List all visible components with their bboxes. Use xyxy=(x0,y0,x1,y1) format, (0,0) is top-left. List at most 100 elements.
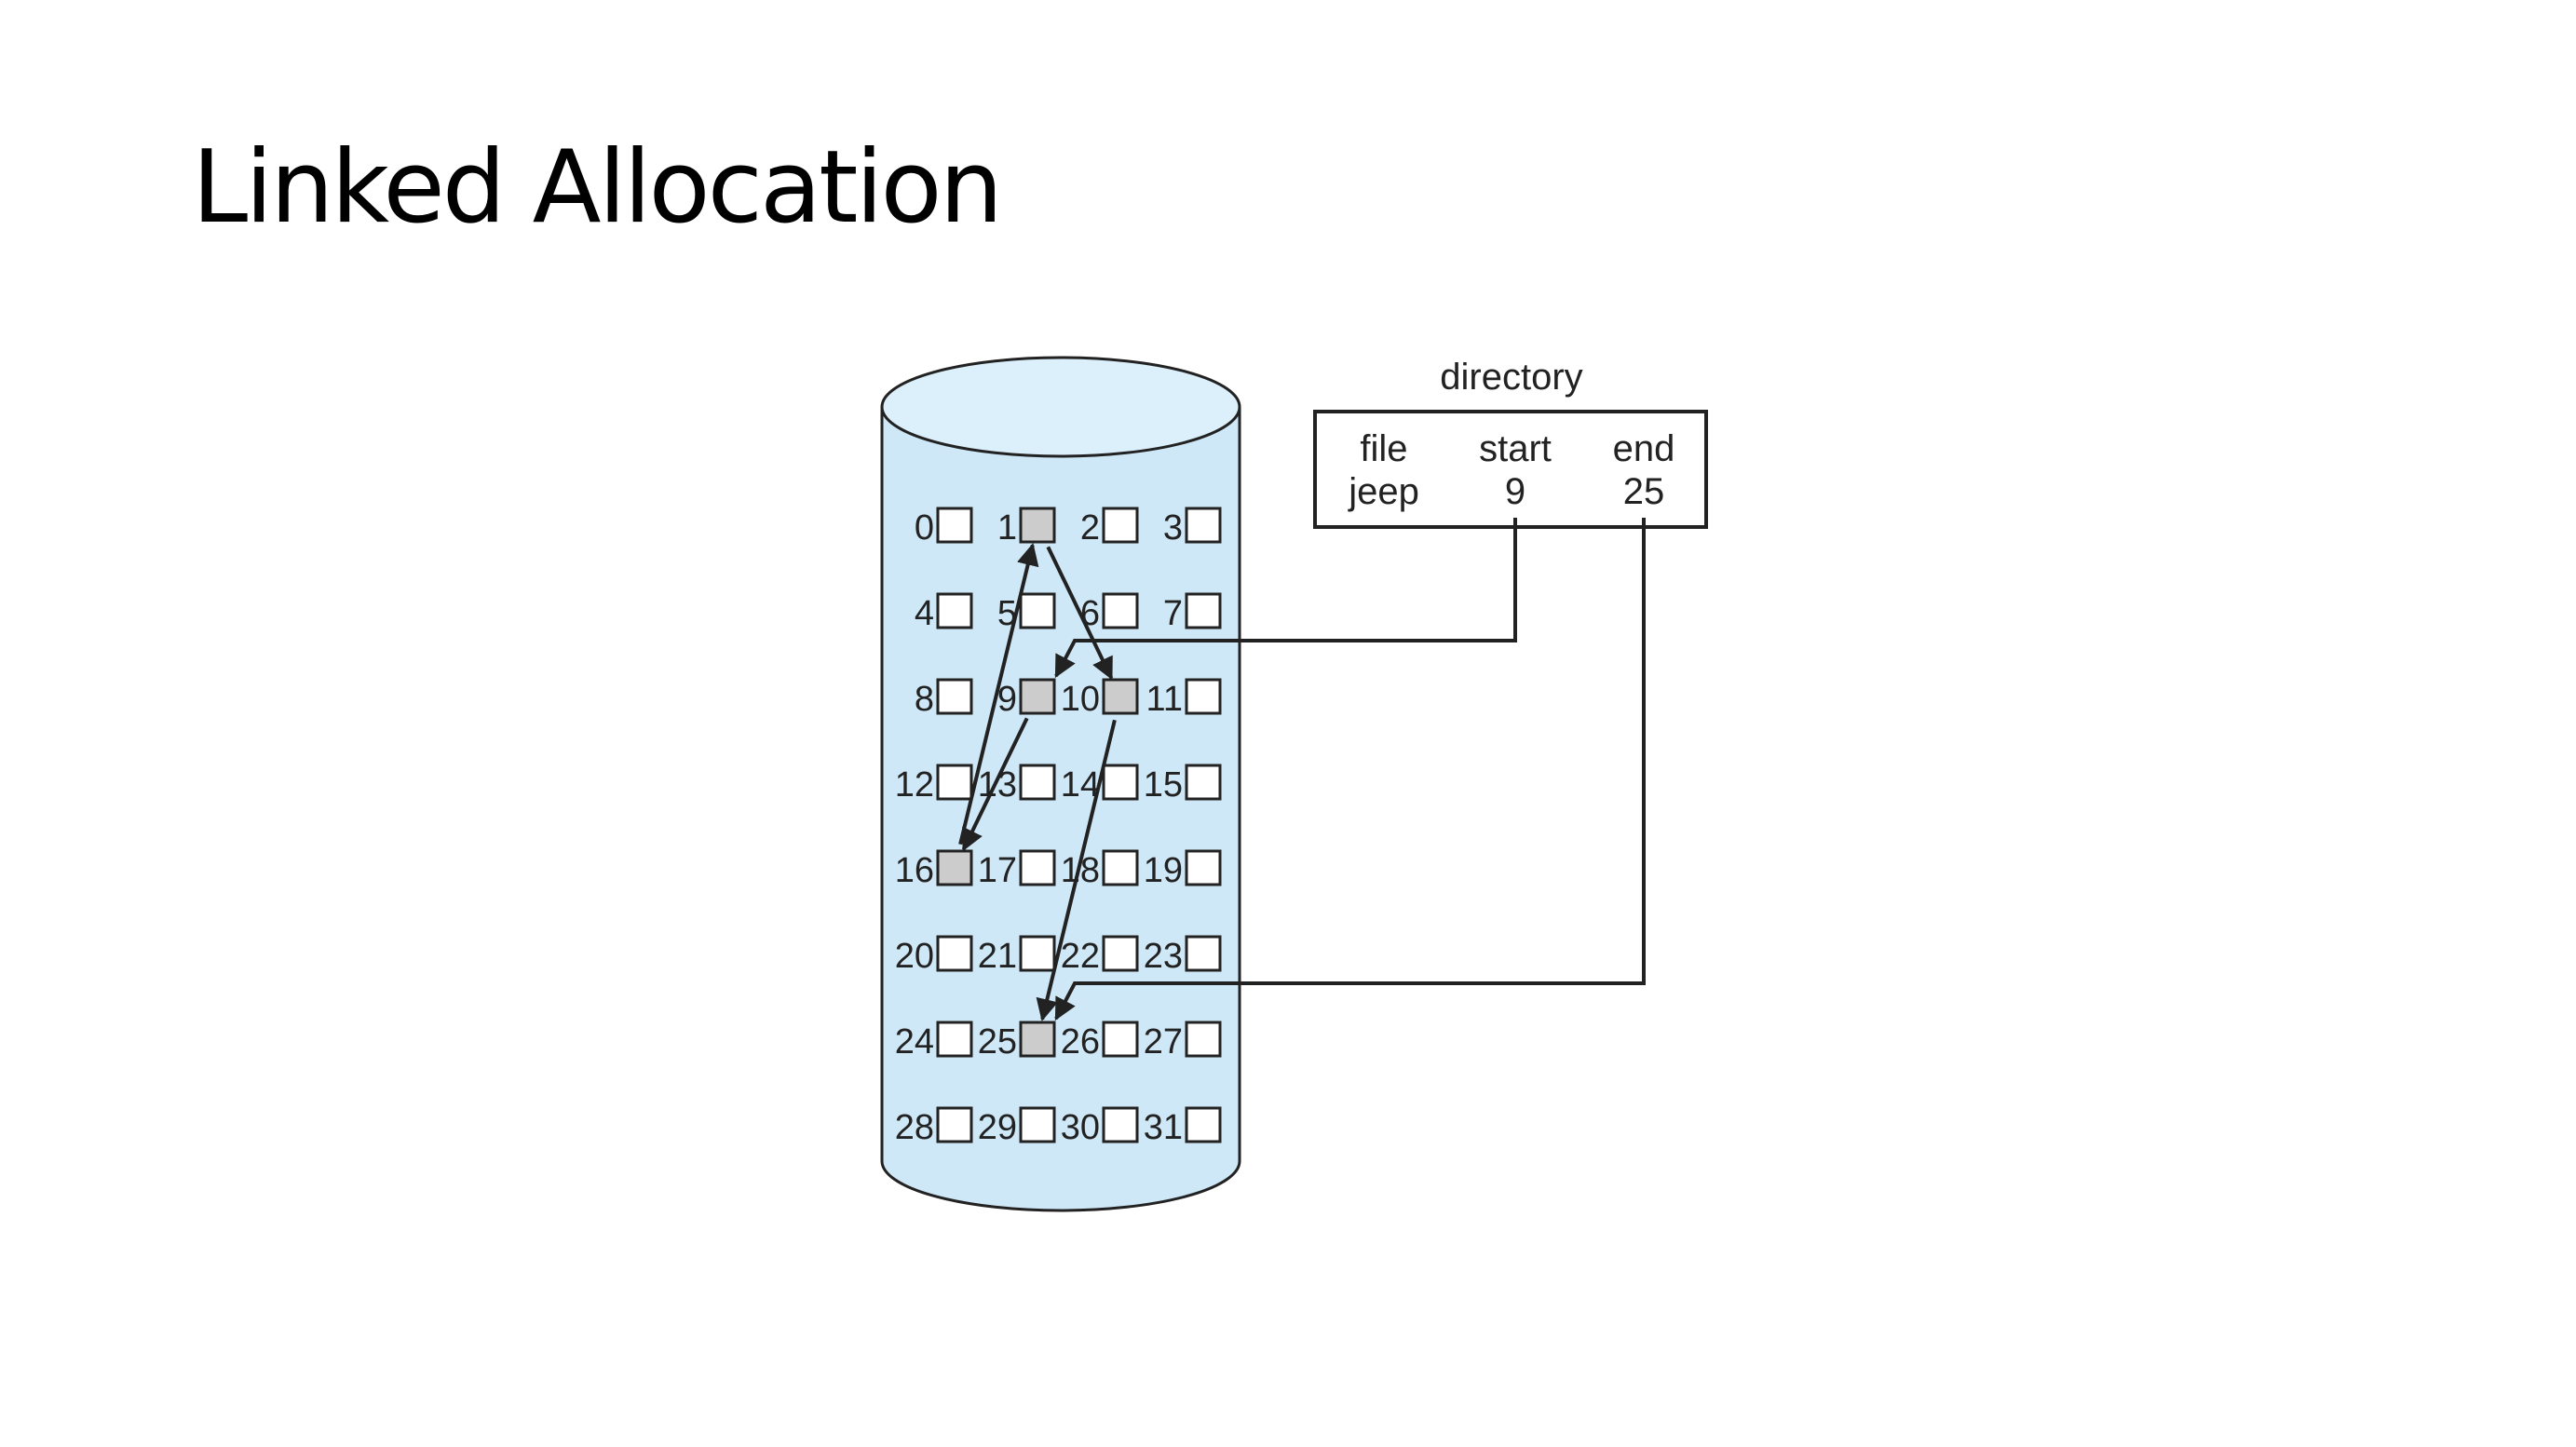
disk-block-label: 24 xyxy=(895,1022,934,1062)
disk-block-label: 12 xyxy=(895,765,934,805)
disk-block-22: 22 xyxy=(1061,935,1139,976)
free-block-square xyxy=(1102,849,1139,886)
free-block-square xyxy=(936,507,973,544)
free-block-square xyxy=(936,1106,973,1143)
directory-header-end: end xyxy=(1613,428,1675,469)
block-chain-arrows xyxy=(958,543,1117,1021)
disk-block-16: 16 xyxy=(895,849,973,890)
used-block-square xyxy=(1102,678,1139,715)
disk-block-24: 24 xyxy=(895,1021,973,1062)
used-block-square xyxy=(936,849,973,886)
disk-block-label: 23 xyxy=(1144,937,1183,976)
disk-block-29: 29 xyxy=(978,1106,1056,1147)
used-block-square xyxy=(1019,507,1056,544)
disk-block-23: 23 xyxy=(1144,935,1222,976)
disk-block-label: 31 xyxy=(1144,1108,1183,1147)
disk-block-7: 7 xyxy=(1163,592,1222,633)
directory-header-file: file xyxy=(1360,428,1407,469)
free-block-square xyxy=(936,592,973,629)
free-block-square xyxy=(1019,849,1056,886)
disk-block-4: 4 xyxy=(915,592,973,633)
disk-block-label: 30 xyxy=(1061,1108,1100,1147)
chain-arrow-10-to-25 xyxy=(1036,719,1117,1021)
free-block-square xyxy=(936,935,973,972)
disk-block-label: 11 xyxy=(1146,680,1183,719)
disk-block-label: 3 xyxy=(1163,508,1183,548)
disk-block-14: 14 xyxy=(1061,764,1139,805)
disk-block-label: 0 xyxy=(915,508,934,548)
disk-block-label: 17 xyxy=(978,851,1017,890)
disk-block-26: 26 xyxy=(1061,1021,1139,1062)
disk-block-label: 7 xyxy=(1163,594,1183,633)
disk-block-label: 8 xyxy=(915,680,934,719)
directory-pointers xyxy=(1054,518,1646,1021)
free-block-square xyxy=(1185,678,1222,715)
free-block-square xyxy=(1019,764,1056,801)
disk-block-label: 4 xyxy=(915,594,934,633)
free-block-square xyxy=(1102,1021,1139,1058)
disk-block-label: 16 xyxy=(895,851,934,890)
chain-arrow-16-to-1 xyxy=(958,543,1039,845)
free-block-square xyxy=(1019,592,1056,629)
disk-block-27: 27 xyxy=(1144,1021,1222,1062)
free-block-square xyxy=(1102,507,1139,544)
used-block-square xyxy=(1019,678,1056,715)
disk-block-18: 18 xyxy=(1061,849,1139,890)
disk-block-30: 30 xyxy=(1061,1106,1139,1147)
disk-cylinder-top xyxy=(880,356,1241,458)
used-block-square xyxy=(1019,1021,1056,1058)
disk-block-label: 14 xyxy=(1061,765,1100,805)
free-block-square xyxy=(936,1021,973,1058)
directory-entry-start: 9 xyxy=(1505,471,1525,512)
disk-block-label: 1 xyxy=(997,508,1017,548)
disk-block-label: 21 xyxy=(978,937,1017,976)
free-block-square xyxy=(1185,592,1222,629)
disk-block-17: 17 xyxy=(978,849,1056,890)
free-block-square xyxy=(1102,935,1139,972)
disk-block-25: 25 xyxy=(978,1021,1056,1062)
disk-block-label: 27 xyxy=(1144,1022,1183,1062)
disk-block-label: 22 xyxy=(1061,937,1100,976)
free-block-square xyxy=(1019,935,1056,972)
disk-block-0: 0 xyxy=(915,507,973,548)
disk-block-3: 3 xyxy=(1163,507,1222,548)
disk-block-1: 1 xyxy=(997,507,1056,548)
disk-block-label: 2 xyxy=(1080,508,1100,548)
disk-block-label: 28 xyxy=(895,1108,934,1147)
free-block-square xyxy=(936,678,973,715)
directory-box xyxy=(1313,410,1708,529)
disk-block-label: 25 xyxy=(978,1022,1017,1062)
disk-block-label: 19 xyxy=(1144,851,1183,890)
directory-header-start: start xyxy=(1479,428,1552,469)
disk-block-5: 5 xyxy=(997,592,1056,633)
free-block-square xyxy=(1185,764,1222,801)
disk-block-20: 20 xyxy=(895,935,973,976)
disk-block-11: 11 xyxy=(1146,678,1222,719)
free-block-square xyxy=(1019,1106,1056,1143)
disk-block-8: 8 xyxy=(915,678,973,719)
disk-block-label: 13 xyxy=(978,765,1017,805)
disk-block-28: 28 xyxy=(895,1106,973,1147)
disk-block-label: 26 xyxy=(1061,1022,1100,1062)
directory-entry-file: jeep xyxy=(1348,471,1419,512)
directory-table: directory file start end jeep 9 25 xyxy=(1313,357,1708,529)
disk-block-label: 15 xyxy=(1144,765,1183,805)
free-block-square xyxy=(936,764,973,801)
free-block-square xyxy=(1185,1021,1222,1058)
end-pointer-arrow xyxy=(1054,518,1646,1021)
free-block-square xyxy=(1185,1106,1222,1143)
disk-block-19: 19 xyxy=(1144,849,1222,890)
disk-block-label: 9 xyxy=(997,680,1017,719)
free-block-square xyxy=(1185,849,1222,886)
free-block-square xyxy=(1185,935,1222,972)
chain-arrow-9-to-16 xyxy=(961,717,1029,852)
disk-block-31: 31 xyxy=(1144,1106,1222,1147)
chain-arrow-1-to-10 xyxy=(1046,546,1114,681)
start-pointer-arrow xyxy=(1054,518,1517,679)
free-block-square xyxy=(1102,764,1139,801)
free-block-square xyxy=(1102,1106,1139,1143)
disk-block-label: 29 xyxy=(978,1108,1017,1147)
disk-block-2: 2 xyxy=(1080,507,1139,548)
